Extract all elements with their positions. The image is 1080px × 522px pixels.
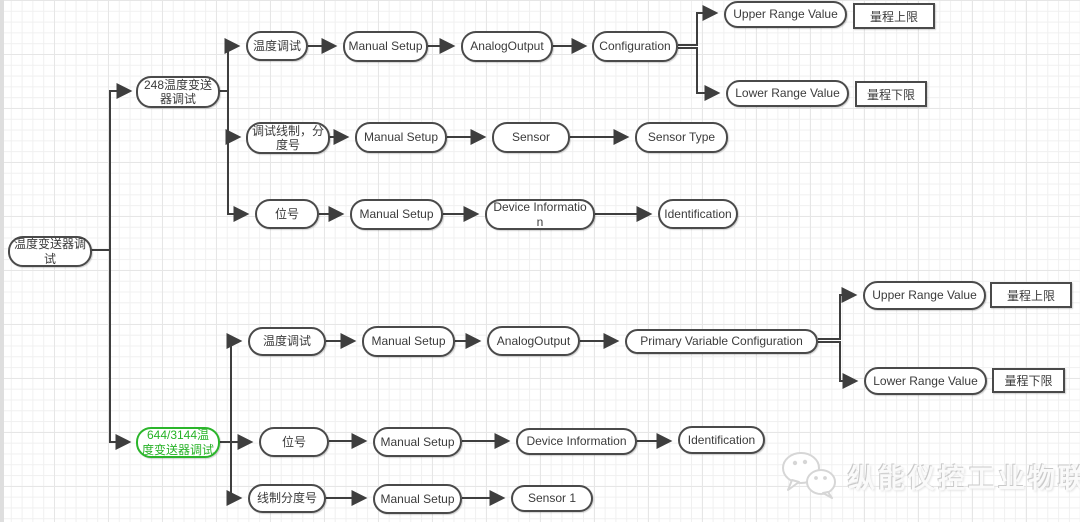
note-248-range-lower-limit[interactable]: 量程下限: [855, 81, 927, 107]
node-248-identification[interactable]: Identification: [658, 199, 738, 229]
node-248-sensor[interactable]: Sensor: [492, 122, 570, 153]
node-644-temp-manual-setup[interactable]: Manual Setup: [362, 326, 455, 357]
node-644-sensor-manual-setup[interactable]: Manual Setup: [373, 484, 462, 514]
node-248-analog-output[interactable]: AnalogOutput: [461, 31, 553, 62]
wechat-icon: [780, 449, 838, 504]
node-248-configuration[interactable]: Configuration: [592, 31, 678, 62]
node-248-temp-manual-setup[interactable]: Manual Setup: [343, 31, 428, 62]
node-248-upper-range-value[interactable]: Upper Range Value: [724, 1, 847, 28]
node-248-sensor-type[interactable]: Sensor Type: [635, 122, 728, 153]
node-644-device-information[interactable]: Device Information: [516, 428, 637, 455]
node-644-tag-manual-setup[interactable]: Manual Setup: [373, 427, 462, 457]
node-644-wiring-graduation[interactable]: 线制分度号: [248, 484, 326, 513]
node-644-upper-range-value[interactable]: Upper Range Value: [863, 281, 986, 310]
node-644-lower-range-value[interactable]: Lower Range Value: [864, 367, 987, 395]
note-644-range-lower-limit[interactable]: 量程下限: [992, 368, 1065, 393]
node-248-wiring-graduation-debug[interactable]: 调试线制，分度号: [246, 122, 330, 154]
node-248-tag[interactable]: 位号: [255, 199, 319, 229]
node-248-transmitter-debug[interactable]: 248温度变送器调试: [136, 76, 220, 108]
node-644-tag[interactable]: 位号: [259, 427, 329, 457]
watermark-text: 纵能仪控工业物联: [848, 464, 1080, 494]
node-644-sensor1[interactable]: Sensor 1: [511, 485, 593, 512]
node-644-temp-debug[interactable]: 温度调试: [248, 327, 326, 356]
node-248-lower-range-value[interactable]: Lower Range Value: [726, 80, 849, 107]
node-248-device-information[interactable]: Device Information: [485, 199, 595, 230]
node-root-temp-transmitter-debug[interactable]: 温度变送器调试: [8, 236, 92, 267]
node-644-3144-transmitter-debug[interactable]: 644/3144温度变送器调试: [136, 427, 220, 458]
node-248-temp-debug[interactable]: 温度调试: [246, 31, 308, 61]
node-248-sensor-manual-setup[interactable]: Manual Setup: [355, 122, 447, 153]
note-644-range-upper-limit[interactable]: 量程上限: [990, 282, 1072, 308]
node-248-tag-manual-setup[interactable]: Manual Setup: [350, 199, 443, 230]
watermark: 纵能仪控工业物联: [780, 449, 1080, 504]
note-248-range-upper-limit[interactable]: 量程上限: [853, 3, 935, 29]
node-644-analog-output[interactable]: AnalogOutput: [487, 326, 580, 356]
canvas-left-edge: [0, 0, 4, 522]
node-644-identification[interactable]: Identification: [678, 426, 765, 454]
node-644-primary-variable-configuration[interactable]: Primary Variable Configuration: [625, 329, 818, 354]
